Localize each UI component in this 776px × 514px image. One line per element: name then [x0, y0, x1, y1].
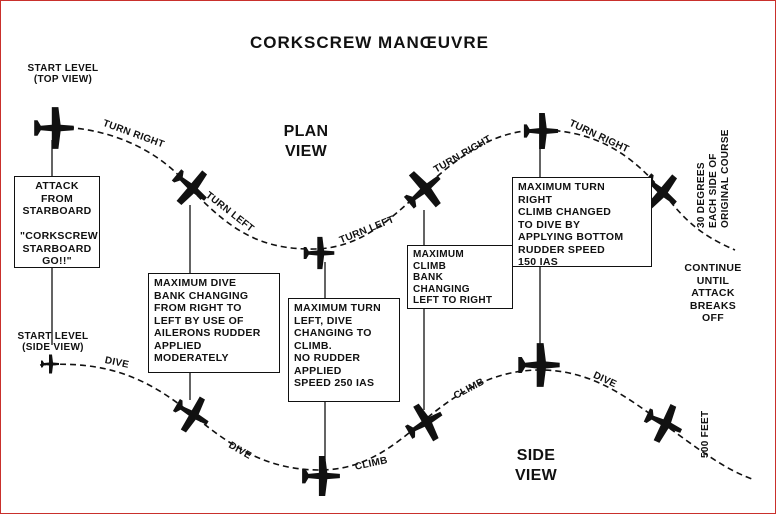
plane-side-6 [638, 396, 690, 450]
note-30-degrees: 30 DEGREES EACH SIDE OF ORIGINAL COURSE [696, 129, 731, 228]
box-maximum-dive: MAXIMUM DIVE BANK CHANGING FROM RIGHT TO… [148, 273, 280, 373]
box-attack-from-starboard: ATTACK FROM STARBOARD "CORKSCREW STARBOA… [14, 176, 100, 268]
plane-plan-2 [163, 159, 219, 215]
start-level-top-label: START LEVEL (TOP VIEW) [27, 63, 99, 85]
side-view-label: SIDE VIEW [514, 447, 558, 484]
box-continue: CONTINUE UNTIL ATTACK BREAKS OFF [670, 259, 756, 329]
plane-side-5 [518, 343, 560, 387]
diagram-title: CORKSCREW MANŒUVRE [250, 33, 489, 52]
box-maximum-turn-left: MAXIMUM TURN LEFT, DIVE CHANGING TO CLIM… [288, 298, 400, 402]
box-maximum-turn-right: MAXIMUM TURN RIGHT CLIMB CHANGED TO DIVE… [512, 177, 652, 268]
plane-plan-5 [523, 112, 559, 150]
note-500-feet: 500 FEET [700, 410, 711, 458]
plan-view-label: PLAN VIEW [283, 123, 329, 160]
start-level-side-label: START LEVEL (SIDE VIEW) [17, 331, 89, 353]
plane-side-1 [41, 354, 59, 374]
box-maximum-climb: MAXIMUM CLIMB BANK CHANGING LEFT TO RIGH… [407, 245, 513, 309]
plane-side-3 [302, 456, 340, 496]
plane-plan-1 [34, 107, 74, 149]
plane-side-2 [166, 388, 218, 440]
plane-plan-3 [303, 236, 335, 270]
